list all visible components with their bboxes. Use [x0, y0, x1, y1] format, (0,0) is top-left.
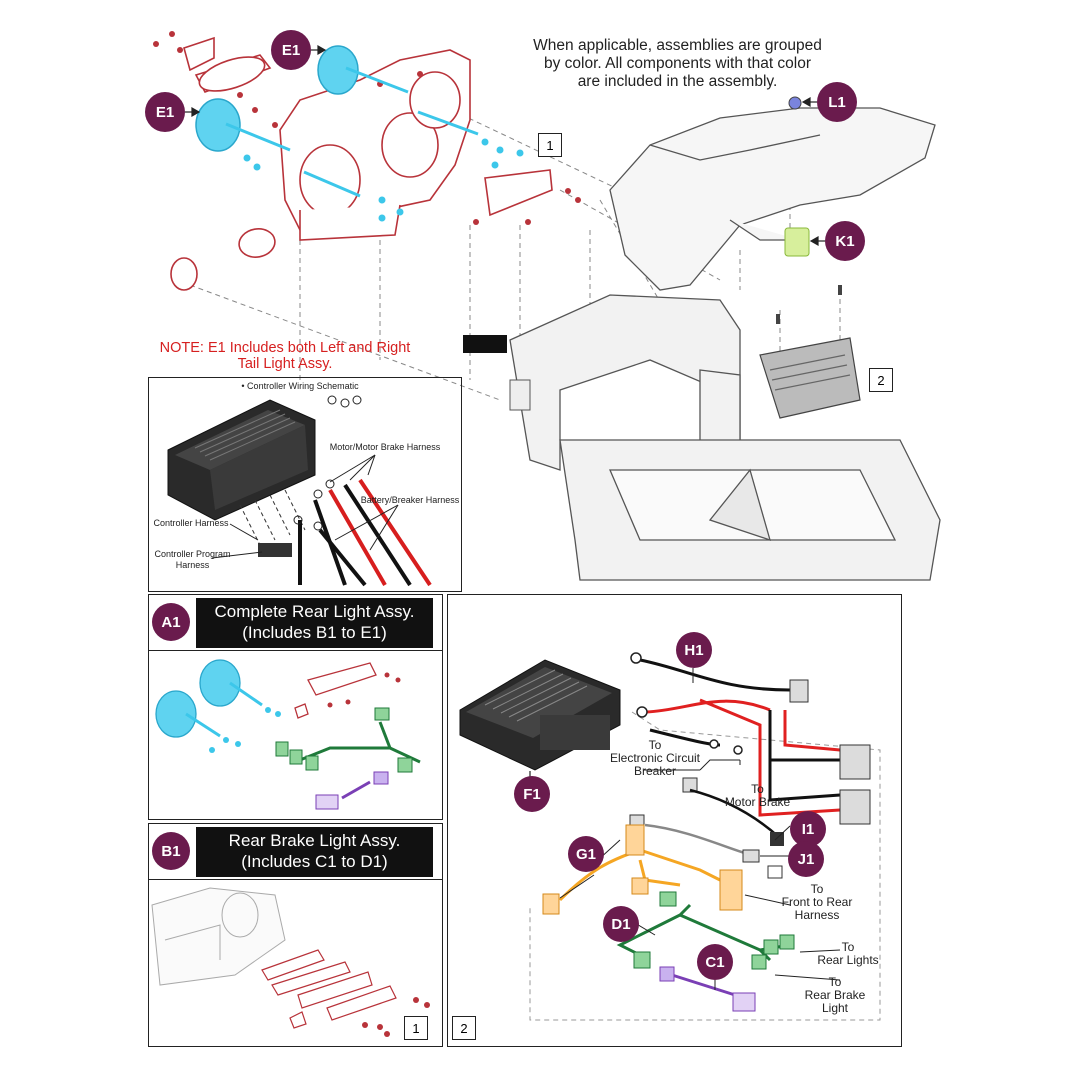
label-to-breaker-line3: Breaker	[633, 764, 677, 778]
bracket	[509, 379, 531, 411]
label-to-front-line1: To	[810, 882, 824, 896]
callout-f1: F1	[514, 776, 550, 812]
label-to-rear-lights-line1: To	[841, 940, 855, 954]
figure-number-1-bottom: 1	[404, 1016, 428, 1040]
upper-shroud	[609, 107, 936, 291]
figure-number-1-top: 1	[538, 133, 562, 157]
red-screws	[153, 31, 581, 225]
callout-a1: A1	[152, 603, 190, 641]
label-to-rear-brake-line2: Rear Brake	[804, 988, 866, 1002]
blue-nuts	[243, 138, 524, 222]
controller-screws	[776, 285, 842, 324]
callout-e1-top: E1	[271, 30, 311, 70]
label-to-breaker: To Electronic Circuit Breaker	[595, 739, 715, 778]
intro-note-line2: by color. All components with that color	[543, 55, 812, 72]
callout-d1: D1	[603, 906, 639, 942]
figure-number-2-top: 2	[869, 368, 893, 392]
label-controller-program-line1: Controller Program	[154, 549, 231, 559]
intro-note-line3: are included in the assembly.	[577, 73, 778, 90]
panel-2	[447, 594, 902, 1047]
label-to-rear-lights: To Rear Lights	[808, 941, 888, 967]
callout-j1: J1	[788, 841, 824, 877]
panel-a1-body	[148, 650, 443, 820]
label-battery-breaker-harness: Battery/Breaker Harness	[360, 495, 460, 505]
label-controller-program-line2: Harness	[175, 560, 210, 570]
label-to-breaker-line1: To	[648, 738, 662, 752]
panel-a1-title-line2: (Includes B1 to E1)	[242, 623, 387, 642]
callout-e1-left: E1	[145, 92, 185, 132]
label-to-motor-line1: To	[751, 782, 764, 796]
label-controller-program-harness: Controller Program Harness	[150, 549, 235, 571]
panel-a1-title: Complete Rear Light Assy. (Includes B1 t…	[196, 598, 433, 648]
frame	[509, 294, 941, 581]
panel-b1-body	[148, 879, 443, 1047]
switch-k1	[784, 227, 810, 257]
e1-note-line2: Tail Light Assy.	[237, 356, 333, 372]
callout-b1: B1	[152, 832, 190, 870]
label-to-rear-lights-line2: Rear Lights	[817, 953, 879, 967]
e1-note-line1: NOTE: E1 Includes both Left and Right	[159, 340, 411, 356]
label-to-front-line3: Harness	[794, 908, 840, 922]
rear-panel-assembly	[170, 36, 553, 291]
part-l1	[788, 96, 802, 110]
panel-b1-title-line1: Rear Brake Light Assy.	[228, 831, 401, 850]
intro-note-line1: When applicable, assemblies are grouped	[533, 37, 822, 54]
label-motor-brake-harness: Motor/Motor Brake Harness	[329, 442, 441, 452]
label-to-rear-brake-line1: To	[828, 975, 842, 989]
label-to-rear-brake-line3: Light	[821, 1001, 849, 1015]
callout-c1: C1	[697, 944, 733, 980]
callout-l1: L1	[817, 82, 857, 122]
schematic-title: • Controller Wiring Schematic	[241, 381, 359, 391]
panel-a1-title-line1: Complete Rear Light Assy.	[214, 602, 415, 621]
controller-upper	[759, 337, 861, 419]
callout-k1: K1	[825, 221, 865, 261]
label-to-rear-brake-light: To Rear Brake Light	[795, 976, 875, 1015]
label-to-motor-line2: Motor Brake	[724, 795, 791, 809]
panel-b1-title-line2: (Includes C1 to D1)	[241, 852, 388, 871]
callout-h1: H1	[676, 632, 712, 668]
label-to-breaker-line2: Electronic Circuit	[609, 751, 701, 765]
tail-light-rods	[225, 66, 479, 198]
schematic-panel	[148, 377, 462, 592]
figure-number-2-bottom: 2	[452, 1016, 476, 1040]
label-to-motor-brake: To Motor Brake	[715, 783, 800, 809]
panel-b1-title: Rear Brake Light Assy. (Includes C1 to D…	[196, 827, 433, 877]
label-controller-harness: Controller Harness	[153, 518, 229, 528]
intro-note: When applicable, assemblies are grouped …	[505, 37, 850, 91]
label-to-front-line2: Front to Rear	[781, 895, 853, 909]
warning-label	[463, 335, 507, 353]
tail-lights	[195, 45, 359, 152]
callout-g1: G1	[568, 836, 604, 872]
e1-note: NOTE: E1 Includes both Left and Right Ta…	[140, 340, 430, 372]
label-to-front-rear-harness: To Front to Rear Harness	[772, 883, 862, 922]
